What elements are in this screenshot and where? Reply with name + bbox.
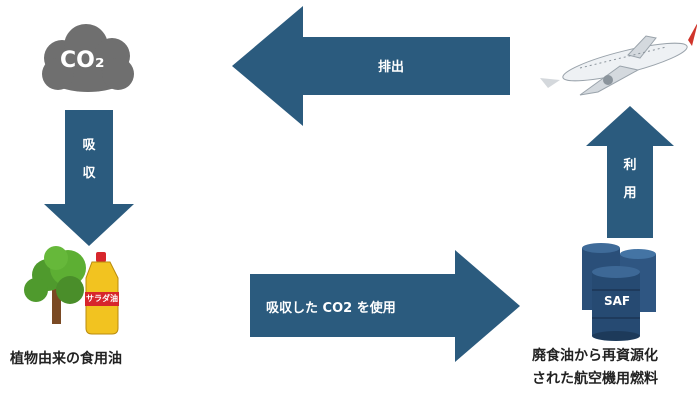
absorption-arrow — [44, 110, 134, 246]
use-label-1: 利 — [623, 158, 637, 173]
usage-arrow — [586, 106, 674, 238]
saf-drums-icon — [582, 243, 656, 341]
co2-cloud-label: CO₂ — [60, 48, 105, 73]
emission-arrow — [232, 6, 510, 126]
plant-oil-icon — [24, 246, 119, 335]
plant-oil-caption: 植物由来の食用油 — [10, 351, 122, 367]
absorbed-co2-label: 吸収した CO2 を使用 — [266, 301, 396, 316]
co2-cloud-icon — [42, 24, 134, 92]
oil-bottle-label: サラダ油 — [86, 294, 118, 303]
airplane-icon — [540, 23, 697, 96]
absorbed-co2-arrow — [250, 250, 520, 362]
absorb-label-1: 吸 — [82, 138, 96, 153]
saf-drum-label: SAF — [604, 294, 631, 308]
absorb-label-2: 収 — [82, 166, 96, 181]
use-label-2: 用 — [623, 186, 637, 201]
emit-label: 排出 — [378, 60, 405, 75]
saf-caption-line2: された航空機用燃料 — [532, 371, 658, 387]
saf-caption-line1: 廃食油から再資源化 — [532, 348, 658, 364]
